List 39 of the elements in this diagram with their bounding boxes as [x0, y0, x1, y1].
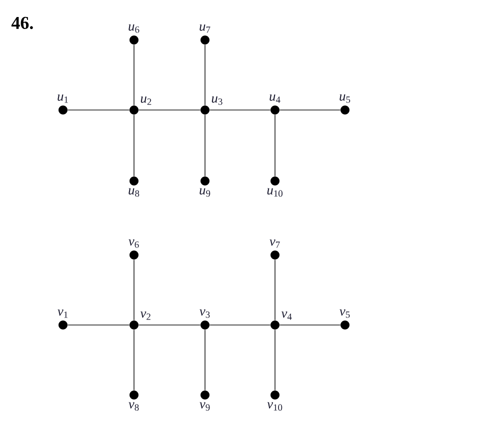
edge-line [274, 114, 276, 176]
vertex-label: u$_{5}$ [340, 94, 350, 103]
vertex-label: u$_{6}$ [128, 24, 140, 33]
vertex-label: u$_{7}$ [200, 24, 210, 33]
edge-line [138, 109, 200, 111]
vertex-label: v$_{4}$ [281, 311, 292, 320]
edge-line [133, 114, 135, 176]
vertex-label: u$_{1}$ [58, 94, 68, 103]
vertex-label: v$_{5}$ [340, 309, 350, 318]
edge-line [210, 324, 270, 326]
edge-line [133, 44, 135, 106]
edge-line [210, 109, 270, 111]
vertex-label: u$_{3}$ [212, 96, 222, 105]
edge-line [138, 324, 200, 326]
edge-line [274, 330, 276, 390]
vertex-label: u$_{9}$ [200, 188, 210, 197]
vertex-label: v$_{9}$ [200, 402, 210, 411]
edge-line [68, 324, 130, 326]
edge-line [204, 330, 206, 390]
vertex-label: u$_{4}$ [270, 94, 280, 103]
edge-line [133, 330, 135, 390]
edge-line [204, 44, 206, 106]
edge-line [68, 109, 130, 111]
vertex-label: u$_{10}$ [267, 188, 282, 197]
edge-line [280, 324, 340, 326]
vertex-label: v$_{8}$ [128, 402, 139, 411]
vertex-label: v$_{10}$ [267, 402, 282, 411]
vertex-label: v$_{2}$ [140, 311, 150, 320]
vertex-label: v$_{1}$ [58, 309, 68, 318]
edge-line [280, 109, 340, 111]
edge-line [133, 260, 135, 320]
vertex-label: u$_{2}$ [140, 96, 152, 105]
vertex-label: v$_{3}$ [200, 309, 210, 318]
edge-line [274, 260, 276, 320]
vertex-label: v$_{7}$ [270, 239, 280, 248]
edge-line [204, 114, 206, 176]
vertex-label: u$_{8}$ [128, 188, 140, 197]
vertex-label: v$_{6}$ [128, 239, 139, 248]
problem-number: 46. [11, 16, 33, 30]
